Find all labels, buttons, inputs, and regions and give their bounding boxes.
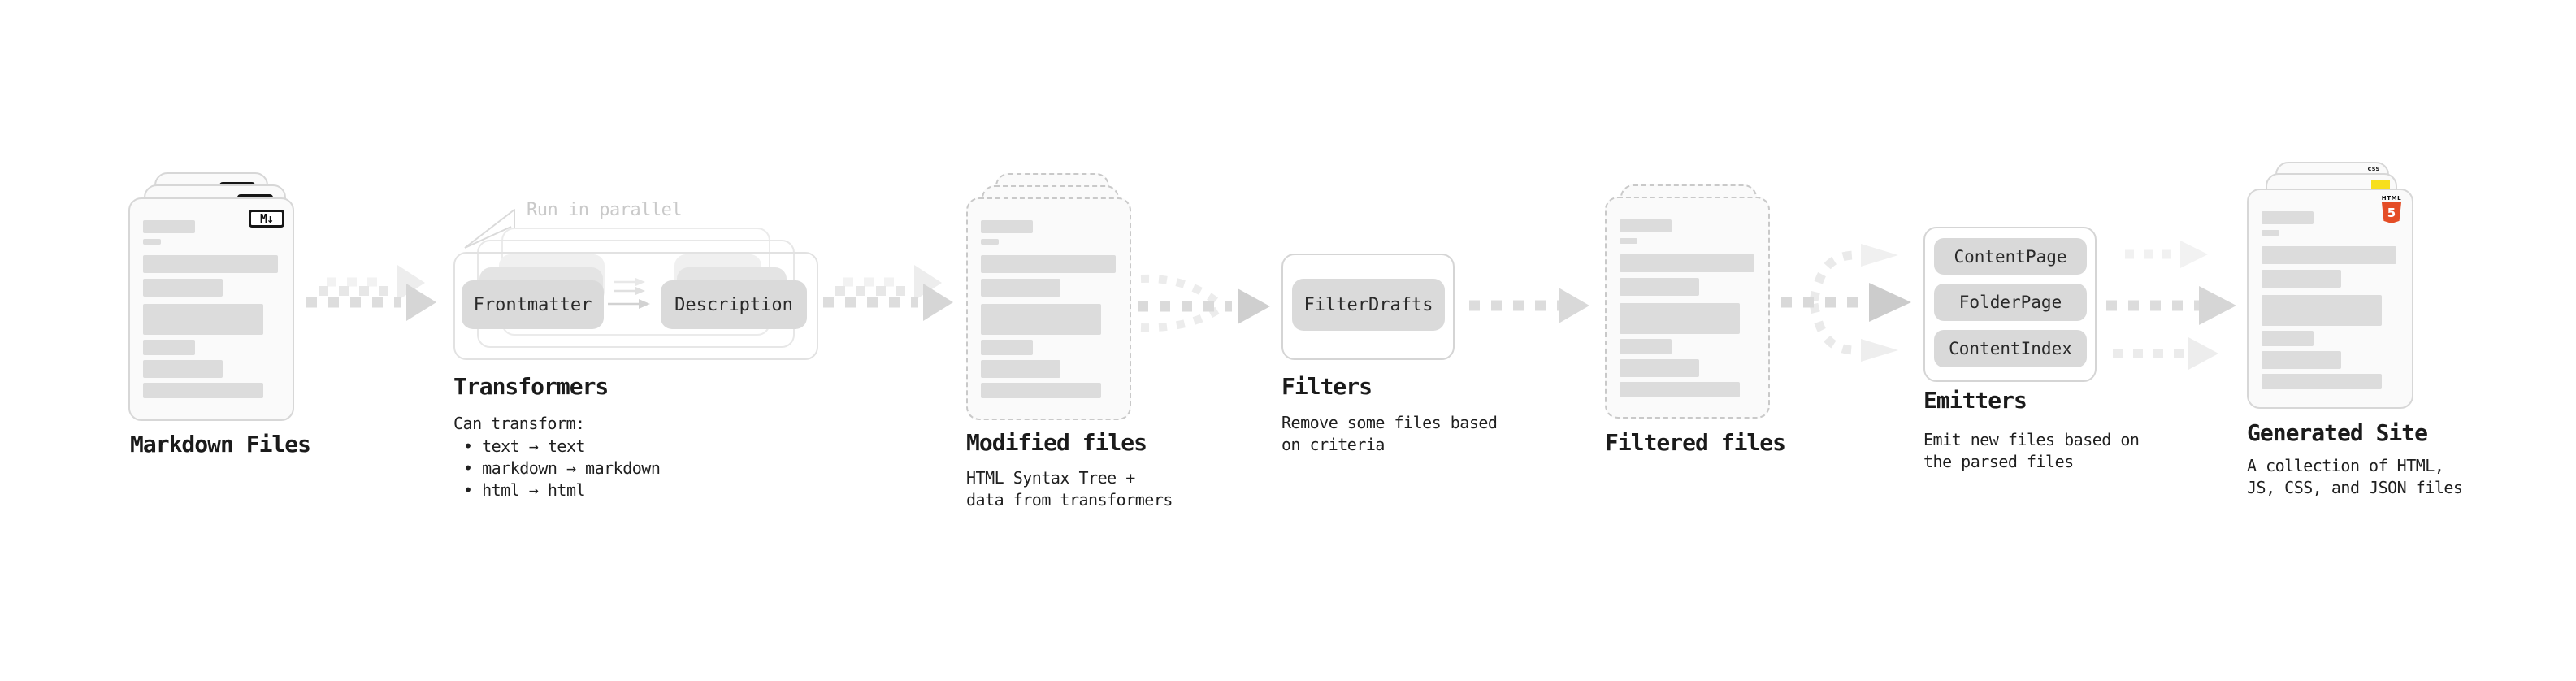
stage-label-modified-files: Modified files (966, 429, 1147, 456)
transformer-pill-description: Description (661, 280, 807, 329)
stage-label-markdown-files: Markdown Files (130, 431, 311, 458)
note-leader-line (464, 209, 515, 249)
decorative-text-bars (2249, 211, 2412, 389)
emitter-pill-folderpage: FolderPage (1934, 284, 2087, 321)
stage-label-filters: Filters (1281, 373, 1373, 400)
html5-shield-icon: 5 (2382, 202, 2401, 223)
transformers-bullets: • text → text • markdown → markdown • ht… (463, 436, 661, 501)
html5-number: 5 (2387, 206, 2396, 220)
html5-badge-label: HTML (2381, 195, 2402, 202)
filters-description-line: on criteria (1281, 435, 1385, 454)
generated-site-description-line: A collection of HTML, (2247, 456, 2444, 475)
dashed-arrow-icon (1469, 288, 1589, 323)
transformer-pill-frontmatter: Frontmatter (462, 280, 604, 329)
stage-label-filtered-files: Filtered files (1605, 429, 1786, 456)
generated-site-description-line: JS, CSS, and JSON files (2247, 478, 2463, 497)
file-card-front (966, 197, 1131, 420)
modified-files-description-line: HTML Syntax Tree + (966, 468, 1135, 488)
stage-label-generated-site: Generated Site (2247, 419, 2428, 446)
html5-badge-icon: HTML 5 (2381, 195, 2402, 223)
mini-arrows-icon (608, 278, 650, 309)
merge-arrow-icon (1138, 274, 1270, 332)
transformers-description-title: Can transform: (453, 414, 585, 433)
fork-arrow-icon (1781, 244, 1911, 362)
bullet-item: • html → html (463, 480, 586, 500)
stacked-arrow-icon (823, 265, 953, 321)
stage-label-emitters: Emitters (1923, 387, 2027, 414)
filters-description-line: Remove some files based (1281, 413, 1498, 432)
emitter-pill-contentpage: ContentPage (1934, 238, 2087, 275)
stacked-arrow-icon (306, 265, 436, 321)
modified-files-description-line: data from transformers (966, 490, 1173, 510)
emitter-pill-contentindex: ContentIndex (1934, 330, 2087, 367)
file-card-front: M↓ (128, 197, 294, 421)
decorative-text-bars (968, 220, 1130, 398)
stage-label-transformers: Transformers (453, 373, 609, 400)
decorative-text-bars (1607, 219, 1768, 397)
bullet-item: • text → text (463, 436, 586, 456)
transformer-frame-front (453, 252, 818, 360)
parallel-arrows-icon (2106, 241, 2236, 370)
file-card-html: HTML 5 (2247, 189, 2413, 409)
run-in-parallel-note: Run in parallel (527, 200, 683, 220)
filter-pill-filterdrafts: FilterDrafts (1292, 279, 1445, 331)
bullet-item: • markdown → markdown (463, 458, 661, 478)
emitters-description-line: Emit new files based on (1923, 430, 2140, 449)
file-card-front (1605, 197, 1770, 419)
css-badge-label: CSS (2367, 166, 2380, 172)
js-badge-icon (2371, 180, 2390, 191)
emitters-description-line: the parsed files (1923, 452, 2074, 471)
decorative-text-bars (130, 220, 293, 398)
markdown-badge-icon: M↓ (249, 210, 284, 228)
